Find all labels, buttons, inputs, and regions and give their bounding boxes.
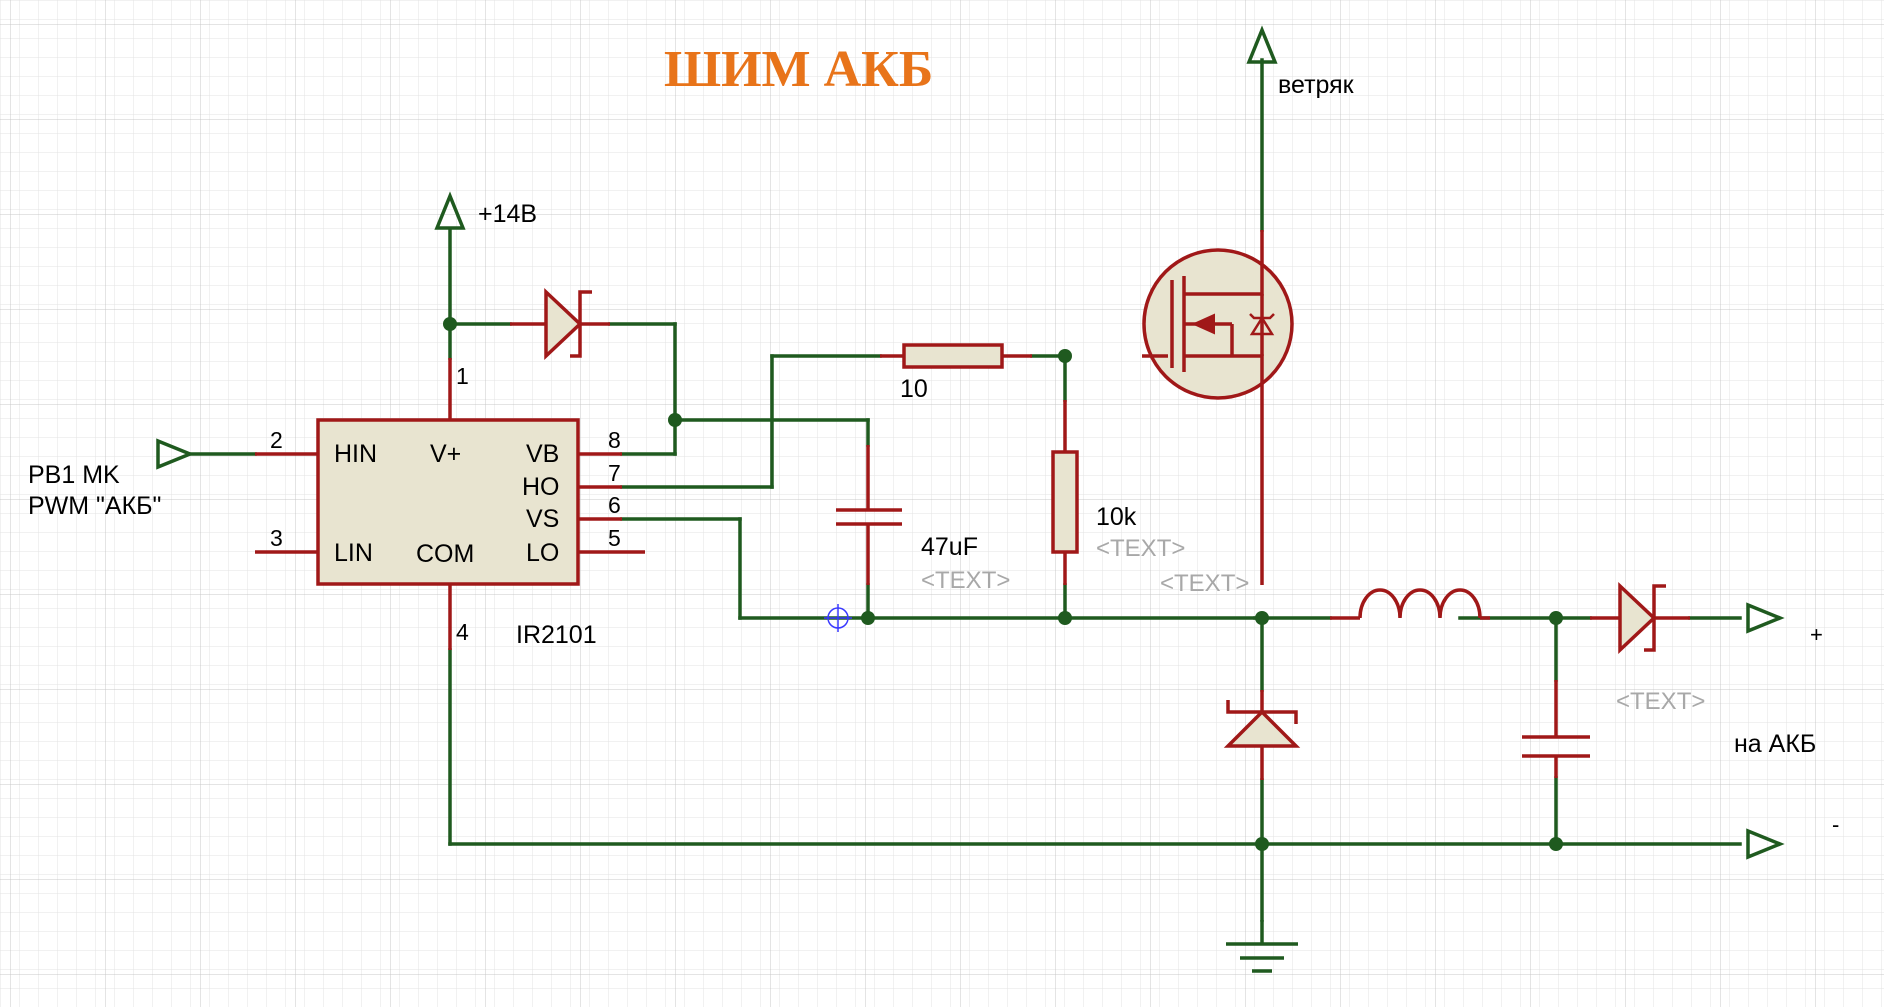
pin-label-lo: LO <box>526 539 559 567</box>
plus-terminal-arrow-terminal-icon[interactable] <box>1746 602 1785 634</box>
pin-label-vplus: V+ <box>430 440 461 468</box>
pin-label-lin: LIN <box>334 539 373 567</box>
bootstrap-diode-icon[interactable] <box>510 287 610 361</box>
pin-number-8: 8 <box>608 427 621 453</box>
wind-label: ветряк <box>1278 71 1355 99</box>
pulldown-resistor-value: 10k <box>1096 503 1137 531</box>
pin-label-ho: HO <box>522 473 560 501</box>
output-diode-text-placeholder: <TEXT> <box>1616 688 1705 715</box>
input-terminal-arrow-terminal-icon[interactable] <box>156 438 195 470</box>
pulldown-resistor-text-placeholder: <TEXT> <box>1096 535 1185 562</box>
inductor[interactable] <box>1330 588 1490 620</box>
pin-number-2: 2 <box>270 427 283 453</box>
input-label-line1: PB1 MK <box>28 461 120 489</box>
ir2101-driver[interactable] <box>255 358 645 650</box>
ir2101-pin-labels: HIN V+ VB HO VS LIN COM LO 1 2 3 4 5 6 7… <box>270 363 621 649</box>
ir2101-body <box>316 418 580 586</box>
probe-marker <box>824 604 852 632</box>
battery-label: на АКБ <box>1734 730 1816 758</box>
pin-label-vs: VS <box>526 505 559 533</box>
freewheel-diode-icon[interactable] <box>1223 690 1301 780</box>
pin-number-7: 7 <box>608 460 621 486</box>
pin-number-4: 4 <box>456 619 469 645</box>
pin-number-3: 3 <box>270 525 283 551</box>
wind-terminal-arrow-terminal-icon[interactable] <box>1246 25 1278 64</box>
bootstrap-capacitor[interactable] <box>836 445 902 585</box>
bootstrap-cap-text-placeholder: <TEXT> <box>921 567 1010 594</box>
pin-number-5: 5 <box>608 525 621 551</box>
pin-label-com: COM <box>416 540 474 568</box>
mosfet-text-placeholder: <TEXT> <box>1160 570 1249 597</box>
n-mosfet-icon[interactable] <box>1142 230 1294 585</box>
pin-label-vb: VB <box>526 440 559 468</box>
supply-label: +14В <box>478 200 537 228</box>
output-capacitor[interactable] <box>1522 680 1590 778</box>
driver-name-label: IR2101 <box>516 621 597 649</box>
pin-label-hin: HIN <box>334 440 377 468</box>
pin-number-6: 6 <box>608 492 621 518</box>
junction-dots <box>443 317 1563 851</box>
supply-terminal-arrow-terminal-icon[interactable] <box>434 191 466 230</box>
input-label-line2: PWM "АКБ" <box>28 492 161 520</box>
pulldown-resistor[interactable] <box>1051 400 1079 585</box>
minus-label: - <box>1832 812 1839 837</box>
diagram-title: ШИМ АКБ <box>664 41 933 98</box>
gate-resistor[interactable] <box>880 343 1032 369</box>
minus-terminal-arrow-terminal-icon[interactable] <box>1746 828 1785 860</box>
output-diode-icon[interactable] <box>1590 581 1690 655</box>
gate-resistor-value: 10 <box>900 375 928 403</box>
bootstrap-cap-value: 47uF <box>921 533 978 561</box>
pin-number-1: 1 <box>456 363 469 389</box>
ground-icon[interactable] <box>1226 920 1298 973</box>
plus-label: + <box>1810 622 1823 647</box>
